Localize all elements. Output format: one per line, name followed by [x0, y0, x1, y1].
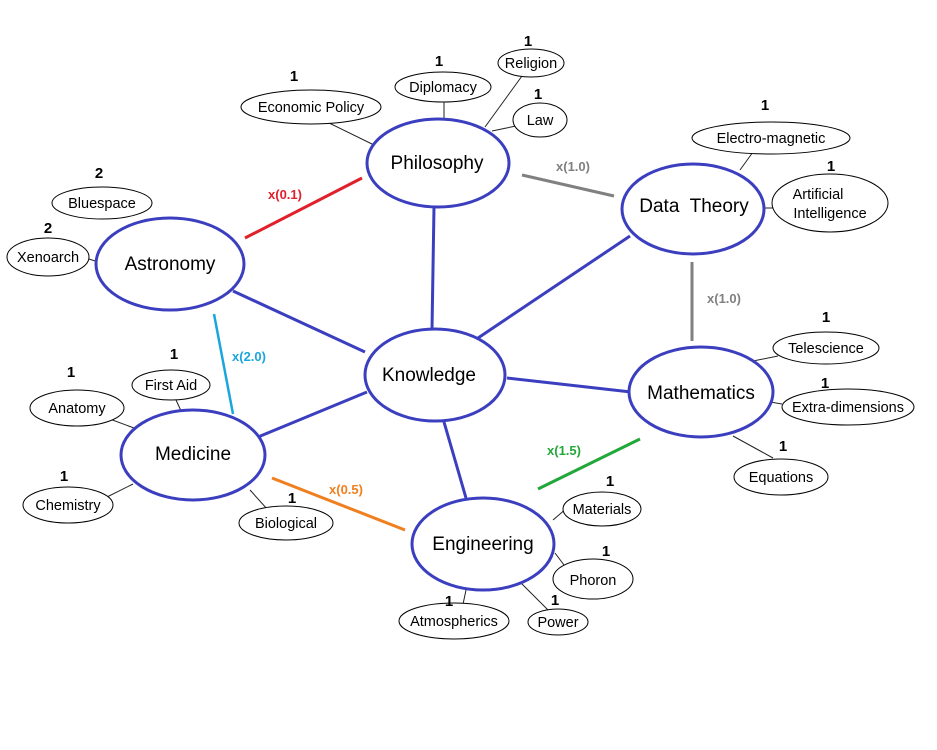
topic-biological[interactable]: Biological: [238, 505, 334, 541]
topic-religion[interactable]: Religion: [497, 48, 565, 78]
multiplier-astronomy-philosophy: x(0.1): [268, 187, 302, 202]
link-medicine-engineering: [271, 476, 406, 532]
level-anatomy: 1: [67, 364, 75, 381]
level-phoron: 1: [602, 543, 610, 560]
topic-artificial-intelligence-label-line1: Artificial: [793, 187, 844, 203]
level-religion: 1: [524, 33, 532, 50]
link-mathematics-engineering: [537, 437, 641, 491]
topic-xenoarch[interactable]: Xenoarch: [6, 237, 90, 277]
topic-extra-dimensions[interactable]: Extra-dimensions: [781, 388, 915, 426]
node-engineering-label: Engineering: [432, 534, 533, 555]
level-chemistry: 1: [60, 468, 68, 485]
topic-phoron[interactable]: Phoron: [552, 558, 634, 600]
topic-biological-label: Biological: [255, 516, 317, 532]
level-artificial-intelligence: 1: [827, 158, 835, 175]
level-xenoarch: 2: [44, 220, 52, 237]
topic-anatomy-label: Anatomy: [48, 401, 106, 417]
node-mathematics[interactable]: Mathematics: [627, 345, 775, 439]
topic-diplomacy-label: Diplomacy: [409, 80, 477, 96]
node-mathematics-label: Mathematics: [647, 383, 755, 404]
level-economic-policy: 1: [290, 68, 298, 85]
link-knowledge-medicine: [257, 390, 368, 439]
topic-first-aid-label: First Aid: [145, 378, 197, 394]
topic-law-label: Law: [527, 113, 554, 129]
link-knowledge-mathematics: [506, 376, 632, 394]
topic-xenoarch-label: Xenoarch: [17, 250, 79, 266]
topic-atmospherics[interactable]: Atmospherics: [398, 602, 510, 640]
node-philosophy[interactable]: Philosophy: [365, 117, 511, 209]
topic-power[interactable]: Power: [527, 608, 589, 636]
node-data-theory[interactable]: Data Theory: [620, 162, 766, 256]
level-diplomacy: 1: [435, 53, 443, 70]
topic-power-label: Power: [537, 615, 578, 631]
link-knowledge-astronomy: [232, 289, 366, 354]
level-biological: 1: [288, 490, 296, 507]
topic-phoron-label: Phoron: [570, 573, 617, 589]
level-equations: 1: [779, 438, 787, 455]
topic-first-aid[interactable]: First Aid: [131, 369, 211, 401]
link-astronomy-philosophy: [244, 176, 363, 240]
level-power: 1: [551, 592, 559, 609]
level-law: 1: [534, 86, 542, 103]
topic-chemistry[interactable]: Chemistry: [22, 486, 114, 524]
level-materials: 1: [606, 473, 614, 490]
link-knowledge-engineering: [442, 421, 468, 499]
central-links: [232, 206, 632, 499]
multiplier-medicine-engineering: x(0.5): [329, 482, 363, 497]
topic-equations-label: Equations: [749, 470, 814, 486]
link-philosophy-data-theory: [521, 173, 615, 198]
node-astronomy[interactable]: Astronomy: [94, 216, 246, 312]
node-knowledge-label: Knowledge: [382, 365, 476, 386]
link-astronomy-medicine: [212, 313, 235, 415]
topic-equations[interactable]: Equations: [733, 458, 829, 496]
topic-bluespace-label: Bluespace: [68, 196, 136, 212]
node-medicine-label: Medicine: [155, 444, 231, 465]
topic-levels: 1 1 1 1 1 1 2 2 1 1 1 1 1 1 1 1 1 1 1: [44, 33, 835, 610]
topic-bluespace[interactable]: Bluespace: [51, 186, 153, 220]
multiplier-data-theory-mathematics: x(1.0): [707, 291, 741, 306]
category-nodes: Knowledge Philosophy Data Theory Astrono…: [94, 117, 775, 592]
level-telescience: 1: [822, 309, 830, 326]
topic-electro-magnetic[interactable]: Electro-magnetic: [691, 121, 851, 155]
node-medicine[interactable]: Medicine: [119, 408, 267, 502]
node-philosophy-label: Philosophy: [391, 153, 484, 174]
link-knowledge-philosophy: [430, 206, 436, 331]
multiplier-astronomy-medicine: x(2.0): [232, 349, 266, 364]
topic-materials-label: Materials: [573, 502, 632, 518]
multiplier-mathematics-engineering: x(1.5): [547, 443, 581, 458]
node-data-theory-label: Data Theory: [639, 196, 749, 217]
level-extra-dimensions: 1: [821, 375, 829, 392]
topic-artificial-intelligence[interactable]: Artificial Intelligence: [771, 173, 889, 233]
node-engineering[interactable]: Engineering: [410, 496, 556, 592]
multiplier-philosophy-data-theory: x(1.0): [556, 159, 590, 174]
level-bluespace: 2: [95, 165, 103, 182]
topic-telescience-label: Telescience: [788, 341, 864, 357]
topic-diplomacy[interactable]: Diplomacy: [394, 71, 492, 103]
node-astronomy-label: Astronomy: [125, 254, 216, 275]
topic-atmospherics-label: Atmospherics: [410, 614, 498, 630]
topic-extra-dimensions-label: Extra-dimensions: [792, 400, 904, 416]
level-first-aid: 1: [170, 346, 178, 363]
topic-anatomy[interactable]: Anatomy: [29, 389, 125, 427]
node-knowledge[interactable]: Knowledge: [363, 327, 507, 423]
multiplier-links: [212, 173, 694, 532]
topic-law[interactable]: Law: [512, 102, 568, 138]
topic-economic-policy-label: Economic Policy: [258, 100, 365, 116]
topic-chemistry-label: Chemistry: [35, 498, 101, 514]
topic-religion-label: Religion: [505, 56, 557, 72]
level-atmospherics: 1: [445, 593, 453, 610]
subtopic-nodes: Economic Policy Diplomacy Religion Law E…: [6, 48, 915, 640]
topic-materials[interactable]: Materials: [562, 491, 642, 527]
multiplier-labels: x(0.1) x(1.0) x(1.0) x(2.0) x(1.5) x(0.5…: [232, 159, 741, 497]
topic-economic-policy[interactable]: Economic Policy: [240, 89, 382, 125]
topic-electro-magnetic-label: Electro-magnetic: [717, 131, 826, 147]
link-knowledge-data-theory: [477, 234, 631, 340]
topic-telescience[interactable]: Telescience: [772, 331, 880, 365]
level-electro-magnetic: 1: [761, 97, 769, 114]
topic-artificial-intelligence-label-line2: Intelligence: [793, 206, 866, 222]
